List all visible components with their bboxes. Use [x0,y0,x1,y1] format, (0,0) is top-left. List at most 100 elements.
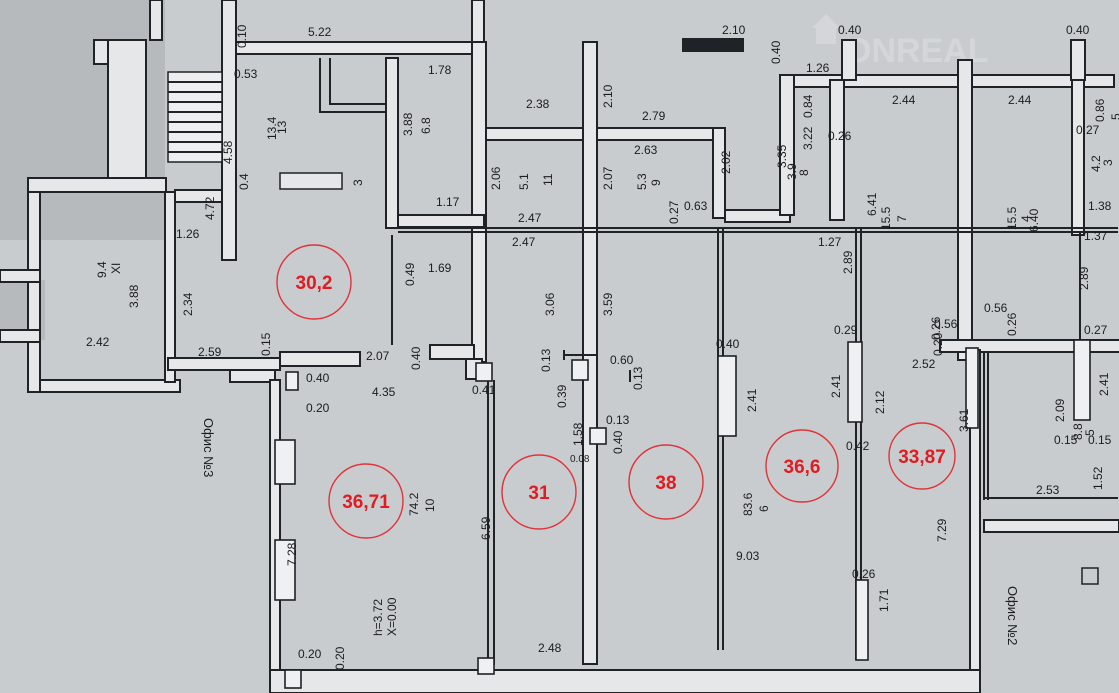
room-label: 9 [649,179,663,186]
dimension-label: 4.72 [203,196,217,220]
dimension-label: 0.13 [631,366,645,390]
dimension-label: 1.69 [428,261,452,275]
room-label: 15.5 [879,206,893,230]
room-label: XI [109,263,123,274]
dimension-label: 2.07 [601,166,615,190]
area-circle [328,463,404,539]
dimension-label: 2.07 [366,349,390,363]
room-label: 6 [757,505,771,512]
room-label: 5.3 [635,173,649,190]
area-value: 36,6 [784,457,821,478]
dimension-label: 0.63 [684,199,708,213]
dimension-label: 6.40 [1027,208,1041,232]
dimension-label: 2.41 [745,388,759,412]
dimension-label: 2.41 [829,374,843,398]
dimension-label: X=0.00 [385,597,399,636]
dimension-label: 0.29 [834,323,858,337]
room-label: 3.9 [785,163,799,180]
room-label: 83.6 [741,492,755,516]
dimension-label: 0.13 [606,413,630,427]
dimension-label: 0.40 [409,346,423,370]
office-label: Офис №2 [1005,586,1020,645]
dimension-label: 0.27 [667,200,681,224]
dimension-label: 2.12 [873,390,887,414]
room-label: 8 [797,169,811,176]
room-label: 3 [1101,159,1115,166]
dimension-label: 4.35 [372,385,396,399]
dimension-label: 2.47 [518,211,542,225]
dimension-label: 0.20 [333,646,347,670]
dimension-label: 2.79 [642,109,666,123]
dimension-label: 5.22 [308,25,332,39]
dimension-label: 0.20 [306,401,330,415]
dimension-label: 0.40 [838,23,862,37]
dimension-label: 0.40 [716,337,740,351]
dimension-label: 0.26 [929,316,943,340]
dimension-label: 2.52 [912,357,936,371]
dimension-label: 3.06 [543,292,557,316]
dimension-label: 1.26 [176,227,200,241]
dimension-label: 2.34 [181,292,195,316]
room-label: 74.2 [407,492,421,516]
dimension-label: 0.20 [298,647,322,661]
room-label: 10 [423,498,437,512]
dimension-label: 2.41 [1097,372,1111,396]
dimension-label: 0.60 [610,353,634,367]
room-label: 3.88 [401,112,415,136]
dimension-label: 0.26 [828,129,852,143]
dimension-label: 3.59 [601,292,615,316]
area-value: 33,87 [898,447,946,468]
dimension-label: 0.42 [846,439,870,453]
area-circle [501,454,577,530]
dimension-label: 0.20 [931,332,945,356]
room-label: 4 [1019,215,1033,222]
dimension-label: 2.10 [601,84,615,108]
dimension-label: 3.61 [957,408,971,432]
dimension-label: 1.17 [436,195,460,209]
dimension-label: 0.08 [570,454,590,465]
dimension-label: 2.09 [1053,398,1067,422]
dimension-label: 2.42 [86,335,110,349]
area-callouts: 30,2 36,71 31 38 36,6 33,87 [276,244,956,539]
room-label: 7 [895,215,909,222]
area-circle [276,244,352,320]
room-label: 3 [351,179,365,186]
dimension-label: 0.56 [984,301,1008,315]
room-label: 5.1 [517,173,531,190]
room-label: 13 [275,120,289,134]
room-label: 5 [1083,429,1097,436]
dimension-label: 0.84 [801,94,815,118]
dimension-label: 0.40 [611,430,625,454]
dimension-label: 2.48 [538,641,562,655]
dimension-label: 0.26 [852,567,876,581]
dimension-label: 2.06 [489,166,503,190]
dimension-label: 7.29 [935,518,949,542]
dimension-label: 1.37 [1084,229,1108,243]
room-label: 4.2 [1089,155,1103,172]
dimension-label: 0.27 [1076,123,1100,137]
office-labels: Офис №3 Офис №2 [201,418,1020,645]
room-label: 8.8 [1071,423,1085,440]
dimension-label: 1.71 [877,588,891,612]
dimension-label: 4.58 [221,140,235,164]
stairs [167,71,223,163]
dimension-label: 0.15 [1088,433,1112,447]
dimension-labels: 5.22 0.10 0.53 1.78 2.38 2.10 2.79 2.10 … [86,23,1112,670]
dimension-label: 2.59 [198,345,222,359]
dimension-label: 0.10 [235,24,249,48]
dimension-label: 0.40 [769,40,783,64]
dimension-label: 2.47 [512,235,536,249]
area-value: 30,2 [296,273,333,294]
dimension-label: 1.26 [806,61,830,75]
dimension-label: 0.39 [555,384,569,408]
dimension-label: 0.15 [1054,433,1078,447]
room-label: 11 [541,173,555,186]
dimension-label: 1.52 [1091,466,1105,490]
dimension-label: 2.89 [1077,266,1091,290]
dimension-label: 1.27 [818,235,842,249]
dimension-label: 0.56 [934,317,958,331]
dimension-label: 2.89 [841,250,855,274]
